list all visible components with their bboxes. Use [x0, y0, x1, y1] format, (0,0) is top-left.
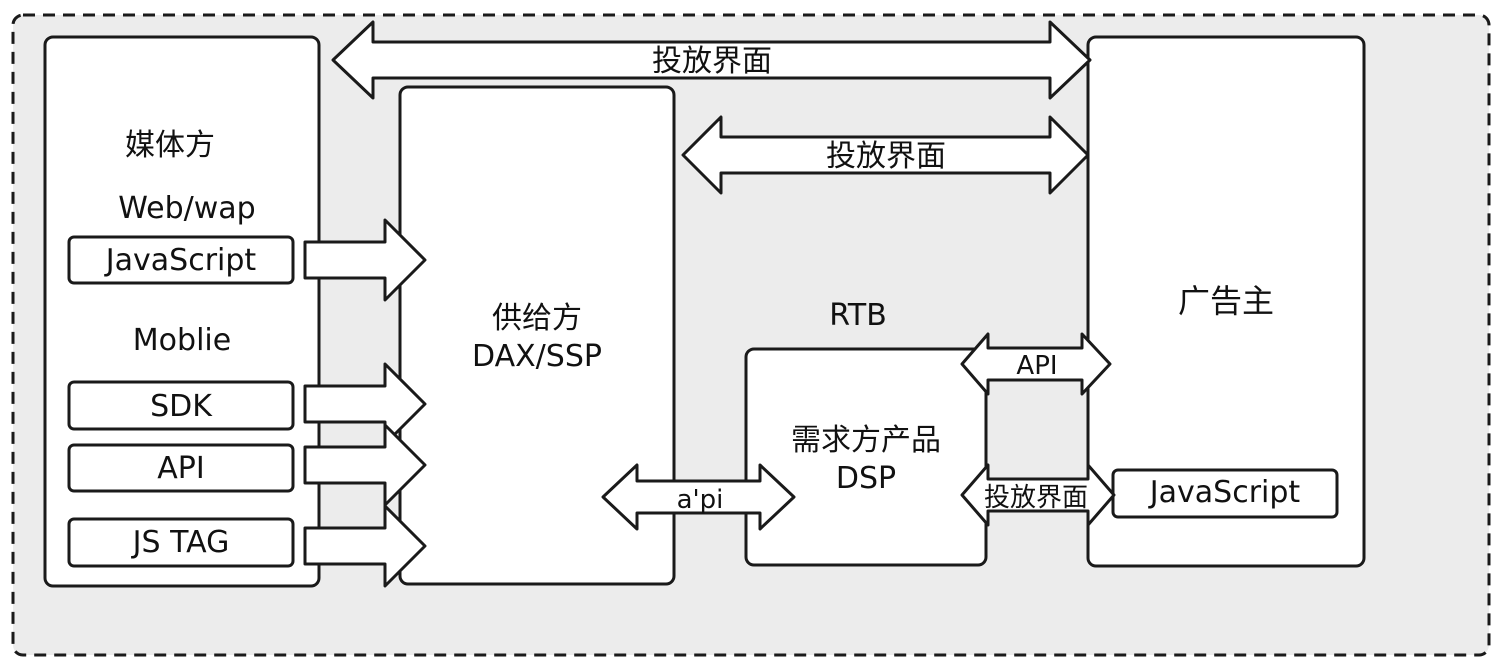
double-arrow-ssp-advertiser [681, 115, 1090, 195]
arrow-jstag-to-ssp [303, 504, 427, 588]
media-item-api: API [67, 443, 295, 493]
media-item-label: JavaScript [104, 243, 257, 278]
media-item-javascript: JavaScript [67, 235, 295, 285]
rtb-label: RTB [829, 298, 887, 333]
dsp-advertiser-api-label: API [1016, 351, 1057, 381]
media-item-sdk: SDK [67, 380, 295, 431]
media-party-box: 媒体方 Web/wap JavaScript Moblie SDK API JS… [43, 35, 321, 588]
double-arrow-ssp-dsp [601, 463, 796, 531]
media-title: 媒体方 [125, 128, 215, 163]
media-item-label: JS TAG [131, 525, 230, 560]
supply-line2: DAX/SSP [472, 339, 602, 374]
arrow-javascript-to-ssp [303, 218, 427, 302]
media-item-label: API [157, 451, 204, 486]
supply-side-box: 供给方 DAX/SSP [398, 85, 676, 586]
dsp-box: 需求方产品 DSP [744, 347, 988, 567]
supply-line1: 供给方 [492, 301, 582, 336]
ssp-advertiser-arrow-label: 投放界面 [826, 139, 946, 174]
advertiser-box: 广告主 JavaScript [1086, 35, 1366, 568]
advertiser-title: 广告主 [1178, 282, 1274, 320]
double-arrow-media-advertiser [331, 20, 1092, 100]
ssp-dsp-arrow-label: a'pi [677, 485, 724, 515]
double-arrow-dsp-advertiser-api [960, 332, 1112, 396]
web-label: Web/wap [118, 191, 255, 226]
arrow-api-to-ssp [303, 423, 427, 507]
mobile-label: Moblie [133, 323, 231, 358]
double-arrow-dsp-advertiser-ui [960, 463, 1116, 527]
arrow-sdk-to-ssp [303, 362, 427, 446]
dsp-line1: 需求方产品 [791, 423, 941, 458]
media-item-js-tag: JS TAG [67, 517, 295, 568]
advertiser-item-label: JavaScript [1148, 475, 1301, 510]
advertiser-item-javascript: JavaScript [1111, 468, 1339, 519]
media-item-label: SDK [150, 389, 213, 424]
dsp-line2: DSP [836, 461, 896, 496]
dsp-advertiser-ui-label: 投放界面 [984, 483, 1088, 513]
top-arrow-label: 投放界面 [652, 44, 772, 79]
